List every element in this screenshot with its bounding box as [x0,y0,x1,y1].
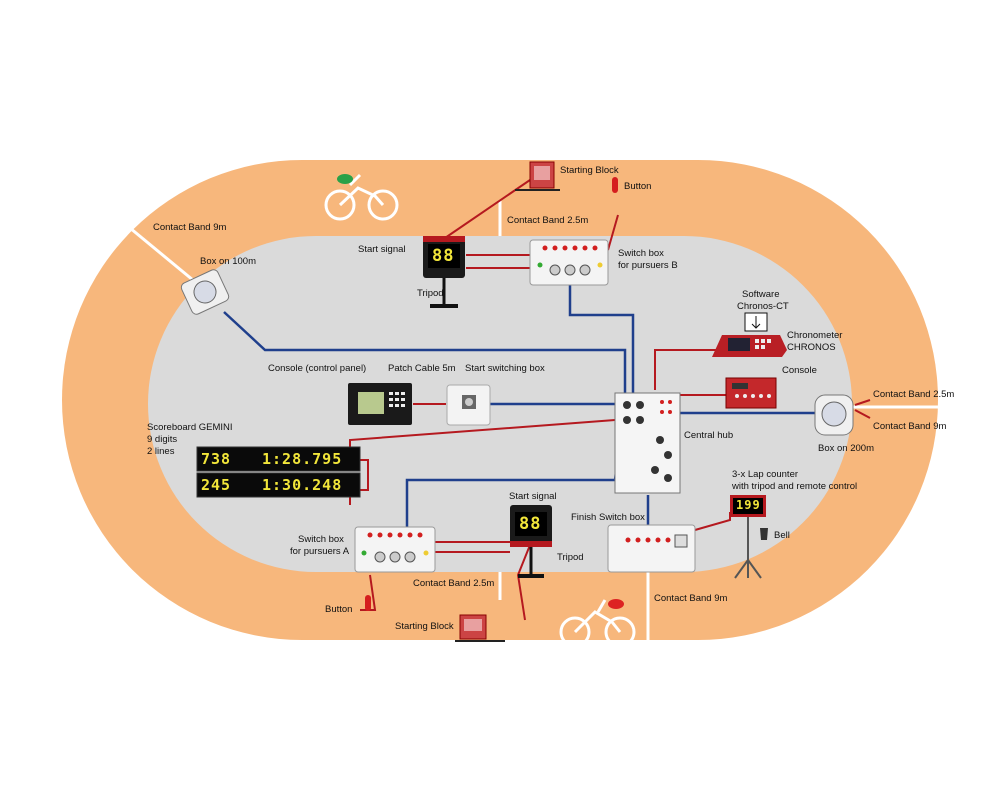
console [725,377,777,409]
label-contact-band-9m-left: Contact Band 9m [153,222,227,233]
start-signal-top-digits: 88 [432,246,455,266]
label-tripod-top: Tripod [417,288,444,299]
button-bottom-icon [365,595,371,611]
start-signal-bottom-digits: 88 [519,514,542,534]
cyclist-bottom-icon [559,599,636,648]
label-central-hub: Central hub [684,430,734,441]
box-200m [814,394,854,436]
label-patch-cable: Patch Cable 5m [388,363,456,374]
switch-box-b [529,239,609,286]
start-signal-top [423,236,465,308]
label-chronometer-1: Chronometer [787,330,843,341]
label-scoreboard-1: Scoreboard GEMINI [147,422,233,433]
label-contact-band-top: Contact Band 2.5m [507,215,589,226]
label-switch-box-b-1: Switch box [618,248,664,259]
label-console-panel: Console (control panel) [268,363,367,374]
label-scoreboard-2: 9 digits [147,434,178,445]
label-scoreboard-3: 2 lines [147,446,175,457]
bell-icon [760,528,768,540]
scoreboard-row2-right: 1:30.248 [262,476,343,494]
lap-counter [730,495,766,579]
label-button-top: Button [624,181,652,192]
starting-block-bottom [455,614,505,642]
label-contact-band-right-25: Contact Band 2.5m [873,389,955,400]
label-switch-box-b-2: for pursuers B [618,260,678,271]
central-hub [614,392,681,494]
label-software-2: Chronos-CT [737,301,789,312]
label-contact-band-right-9: Contact Band 9m [873,421,947,432]
scoreboard-row1-left: 738 [201,450,232,468]
label-switch-box-a-1: Switch box [298,534,344,545]
label-start-signal-bottom: Start signal [509,491,557,502]
label-box-200m: Box on 200m [818,443,874,454]
label-contact-band-bottom: Contact Band 2.5m [413,578,495,589]
cyclist-top-icon [324,173,399,221]
label-contact-band-9m-bottom: Contact Band 9m [654,593,728,604]
console-control-panel [348,383,412,425]
starting-block-top [515,161,560,191]
switch-box-a [354,526,436,573]
label-tripod-bottom: Tripod [557,552,584,563]
lap-counter-digits: 199 [736,498,761,512]
finish-switch-box [607,524,696,573]
label-bell: Bell [774,530,790,541]
start-switching-box [446,384,491,426]
label-lap-counter-1: 3-x Lap counter [732,469,799,480]
scoreboard-row1-right: 1:28.795 [262,450,343,468]
label-console: Console [782,365,817,376]
label-starting-block-top: Starting Block [560,165,619,176]
software-icon [744,312,768,332]
scoreboard-row2-left: 245 [201,476,232,494]
button-top-icon [612,177,618,193]
label-start-signal-top: Start signal [358,244,406,255]
label-chronometer-2: CHRONOS [787,342,836,353]
label-box-100m: Box on 100m [200,256,256,267]
label-lap-counter-2: with tripod and remote control [732,481,858,492]
label-switch-box-a-2: for pursuers A [290,546,350,557]
box-100m [180,269,230,315]
label-starting-block-bottom: Starting Block [395,621,454,632]
label-finish-switch-box: Finish Switch box [571,512,645,523]
label-start-switching-box: Start switching box [465,363,545,374]
start-signal-bottom [510,505,552,578]
chronometer [712,335,787,357]
label-software-1: Software [742,289,780,300]
label-button-bottom: Button [325,604,353,615]
scoreboard-gemini [196,446,361,498]
